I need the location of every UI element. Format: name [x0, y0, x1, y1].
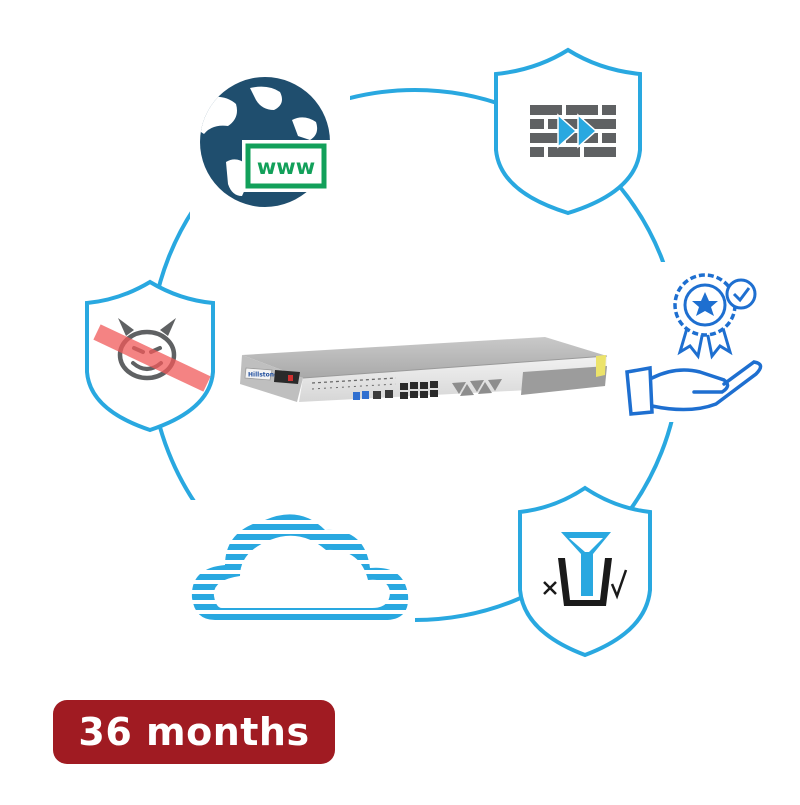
globe-www-icon: www — [190, 70, 350, 220]
firewall-appliance: Hillstone — [240, 337, 608, 402]
threat-block-shield-icon — [85, 279, 215, 433]
www-label: www — [257, 155, 315, 179]
cloud-icon — [185, 500, 415, 630]
firewall-shield-icon — [494, 47, 642, 216]
url-filter-shield-icon — [518, 485, 652, 658]
device-brand-text: Hillstone — [248, 372, 278, 379]
subscription-term-badge: 36 months — [53, 700, 335, 764]
award-hand-icon — [620, 262, 770, 422]
